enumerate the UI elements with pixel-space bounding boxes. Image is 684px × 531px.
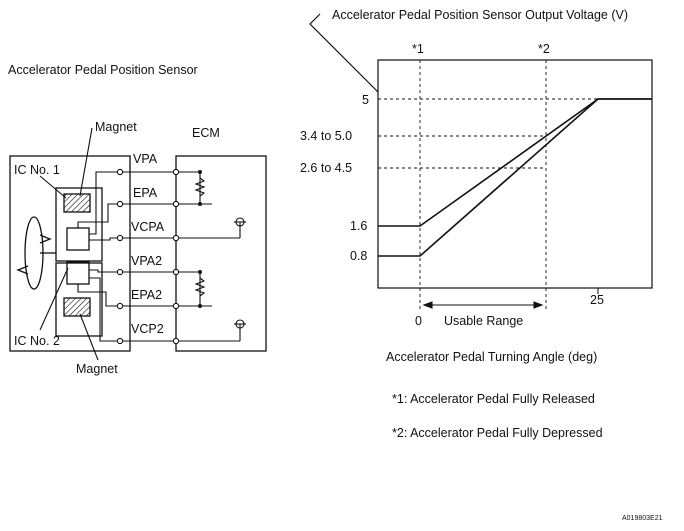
marker-2: *2 — [538, 42, 550, 56]
magnet-top-label: Magnet — [95, 120, 137, 134]
y-tick-5: 5 — [362, 93, 369, 107]
ecm-box — [175, 155, 267, 352]
ic2-label: IC No. 2 — [14, 334, 60, 348]
ic1-chip — [66, 227, 90, 251]
note-1: *1: Accelerator Pedal Fully Released — [392, 392, 595, 406]
graph-ylabel: Accelerator Pedal Position Sensor Output… — [332, 8, 628, 22]
note-2: *2: Accelerator Pedal Fully Depressed — [392, 426, 603, 440]
magnet-bottom — [63, 297, 91, 317]
terminal-vcpa: VCPA — [131, 220, 165, 234]
figure-id: A019803E21 — [622, 515, 663, 522]
ic2-chip — [66, 261, 90, 285]
series-line-1 — [378, 98, 652, 227]
guide-lines — [378, 60, 598, 310]
x-tick-25: 25 — [590, 293, 604, 307]
rotation-icon — [16, 216, 56, 290]
usable-range-arrow — [422, 301, 544, 309]
sensor-title: Accelerator Pedal Position Sensor — [8, 63, 198, 77]
series-line-2 — [378, 98, 652, 257]
magnet-top — [63, 193, 91, 213]
graph-frame — [377, 59, 653, 289]
graph-xlabel: Accelerator Pedal Turning Angle (deg) — [386, 350, 598, 364]
usable-range-label: Usable Range — [444, 314, 524, 328]
y-tick-0-8: 0.8 — [350, 249, 368, 263]
terminal-vcp2: VCP2 — [131, 322, 164, 336]
y-tick-3-4: 3.4 to 5.0 — [300, 129, 353, 143]
y-tick-1-6: 1.6 — [350, 219, 368, 233]
y-tick-2-6: 2.6 to 4.5 — [300, 161, 353, 175]
ic2-housing — [55, 262, 103, 337]
ecm-label: ECM — [192, 126, 220, 140]
series-group — [378, 98, 652, 257]
ic1-label: IC No. 1 — [14, 163, 60, 177]
terminal-epa2: EPA2 — [131, 288, 163, 302]
magnet-bottom-label: Magnet — [76, 362, 118, 376]
marker-1: *1 — [412, 42, 424, 56]
x-tick-0: 0 — [415, 314, 422, 328]
sensor-box — [9, 155, 131, 352]
terminal-epa: EPA — [133, 186, 158, 200]
terminal-vpa2: VPA2 — [131, 254, 163, 268]
ic1-housing — [55, 187, 103, 262]
terminal-vpa: VPA — [133, 152, 158, 166]
